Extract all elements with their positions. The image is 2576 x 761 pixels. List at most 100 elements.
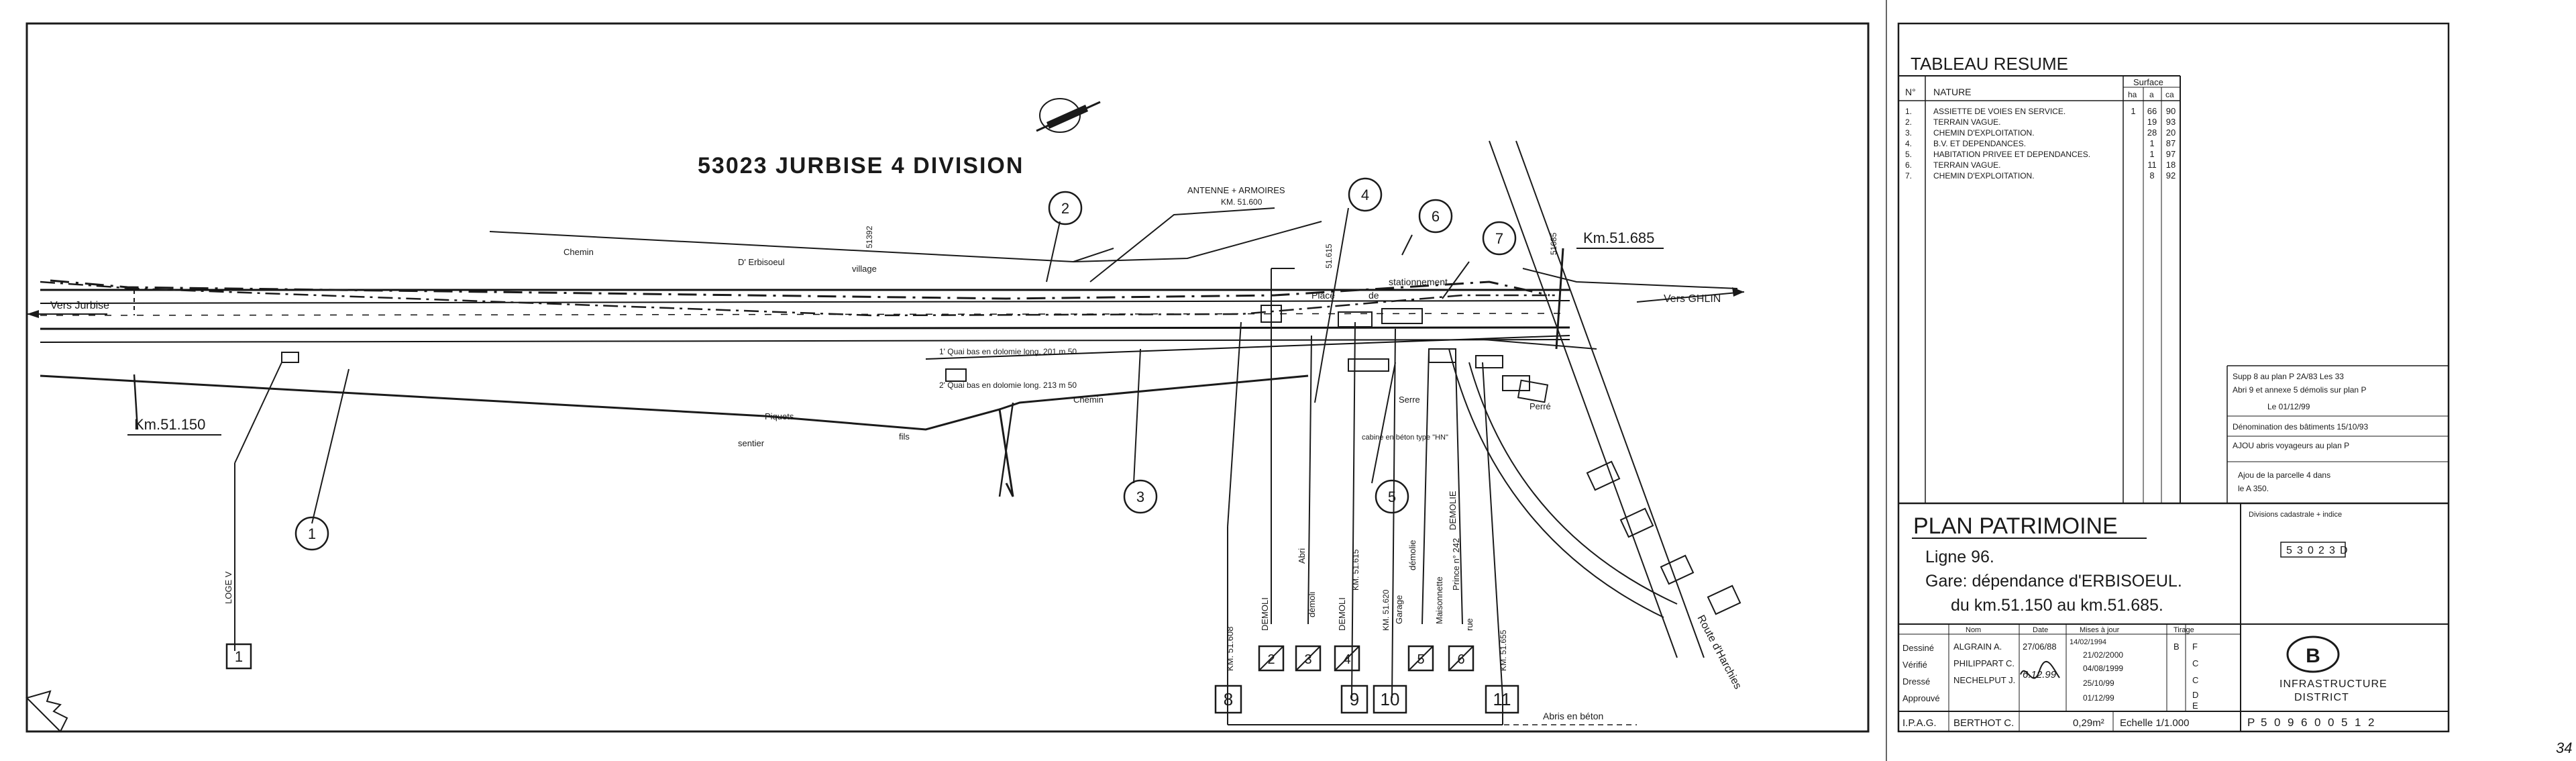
svg-text:19: 19 bbox=[2147, 117, 2157, 127]
svg-text:B: B bbox=[2174, 642, 2180, 652]
svg-text:4: 4 bbox=[1361, 187, 1369, 203]
tableau-title: TABLEAU RESUME bbox=[1911, 54, 2068, 74]
demolie-label: démolie bbox=[1407, 540, 1417, 570]
fils-label: fils bbox=[899, 432, 910, 442]
col-ca: ca bbox=[2165, 90, 2174, 99]
village-label: village bbox=[852, 264, 877, 274]
plan-area: 53023 JURBISE 4 DIVISION bbox=[25, 22, 1870, 733]
svg-text:CHEMIN D'EXPLOITATION.: CHEMIN D'EXPLOITATION. bbox=[1933, 128, 2035, 138]
table-row-2: 2. TERRAIN VAGUE. 19 93 bbox=[1905, 117, 2176, 127]
sign-row-dresse: Dressé NECHELPUT J. 6.12.99 04/08/1999 C bbox=[1902, 664, 2198, 687]
boundary-line-south bbox=[40, 374, 1014, 497]
svg-text:D: D bbox=[2192, 690, 2198, 700]
leader-lines bbox=[234, 207, 1503, 725]
col-no: N° bbox=[1905, 87, 1916, 97]
sign-row-approuve: Approuvé 25/10/99 D bbox=[1902, 678, 2198, 703]
svg-text:6: 6 bbox=[2301, 716, 2307, 729]
signature-mark bbox=[2020, 660, 2060, 679]
box-4: 4 bbox=[1334, 645, 1360, 672]
cartouche-gare: Gare: dépendance d'ERBISOEUL. bbox=[1925, 572, 2182, 591]
svg-text:CHEMIN D'EXPLOITATION.: CHEMIN D'EXPLOITATION. bbox=[1933, 171, 2035, 181]
demoli2-label: démoli bbox=[1307, 592, 1317, 617]
note-7: le A 350. bbox=[2238, 484, 2269, 493]
svg-text:25/10/99: 25/10/99 bbox=[2083, 678, 2114, 688]
route-harchies bbox=[1448, 140, 1741, 658]
quai2-label: 2' Quai bas en dolomie long. 213 m 50 bbox=[939, 380, 1077, 390]
col-ha: ha bbox=[2128, 90, 2137, 99]
km51615v-label: KM. 51.615 bbox=[1351, 549, 1360, 591]
svg-text:D: D bbox=[2340, 545, 2348, 556]
station-buildings bbox=[281, 305, 1530, 391]
col-surface: Surface bbox=[2133, 77, 2163, 87]
svg-text:10: 10 bbox=[1381, 689, 1400, 709]
callout-5: 5 bbox=[1375, 479, 1409, 514]
svg-text:HABITATION PRIVEE ET DEPENDANC: HABITATION PRIVEE ET DEPENDANCES. bbox=[1933, 150, 2090, 159]
svg-text:2: 2 bbox=[2368, 716, 2374, 729]
loge-label: LOGE V bbox=[223, 571, 233, 604]
vers-jurbise-label: Vers Jurbise bbox=[50, 300, 109, 311]
km51392-label: 51392 bbox=[865, 225, 874, 248]
svg-text:18: 18 bbox=[2166, 160, 2176, 170]
cartouche-title: PLAN PATRIMOINE bbox=[1913, 513, 2118, 539]
perre-label: Perré bbox=[1529, 401, 1551, 411]
table-row-3: 3. CHEMIN D'EXPLOITATION. 28 20 bbox=[1905, 128, 2176, 138]
svg-text:ALGRAIN A.: ALGRAIN A. bbox=[1953, 642, 2002, 652]
svg-text:66: 66 bbox=[2147, 106, 2157, 116]
svg-text:B.V. ET DEPENDANCES.: B.V. ET DEPENDANCES. bbox=[1933, 139, 2026, 148]
svg-text:9: 9 bbox=[2288, 716, 2294, 729]
note-6: Ajou de la parcelle 4 dans bbox=[2238, 470, 2330, 480]
chemin-label: Chemin bbox=[564, 247, 594, 257]
svg-text:3: 3 bbox=[2297, 545, 2303, 556]
svg-text:TERRAIN VAGUE.: TERRAIN VAGUE. bbox=[1933, 117, 2000, 127]
svg-text:1.: 1. bbox=[1905, 107, 1912, 116]
rue-label: rue bbox=[1464, 618, 1474, 631]
title-block: PLAN PATRIMOINE Ligne 96. Gare: dépendan… bbox=[1898, 502, 2449, 731]
sign-row-extra: 01/12/99 E bbox=[2083, 693, 2198, 711]
svg-text:Dressé: Dressé bbox=[1902, 676, 1930, 687]
svg-text:93: 93 bbox=[2166, 117, 2176, 127]
svg-text:5: 5 bbox=[2341, 716, 2347, 729]
km51608-label: KM. 51.608 bbox=[1225, 627, 1235, 672]
head-date: Date bbox=[2033, 626, 2048, 634]
callout-7: 7 bbox=[1482, 221, 1517, 256]
svg-text:2: 2 bbox=[2318, 545, 2324, 556]
quai1-label: 1' Quai bas en dolomie long. 201 m 50 bbox=[939, 347, 1077, 356]
svg-text:2: 2 bbox=[1267, 652, 1275, 667]
svg-text:1: 1 bbox=[235, 648, 243, 665]
svg-text:11: 11 bbox=[2147, 160, 2157, 170]
svg-text:4: 4 bbox=[1343, 652, 1350, 667]
ipag-label: I.P.A.G. bbox=[1902, 717, 1937, 729]
svg-text:8: 8 bbox=[2149, 170, 2154, 181]
box-2: 2 bbox=[1258, 645, 1285, 672]
svg-text:5: 5 bbox=[2261, 716, 2267, 729]
svg-text:C: C bbox=[2192, 675, 2198, 685]
svg-text:7: 7 bbox=[1495, 230, 1503, 247]
revision-notes: Supp 8 au plan P 2A/83 Les 33 Abri 9 et … bbox=[2226, 365, 2449, 503]
callout-2: 2 bbox=[1048, 191, 1083, 225]
col-a: a bbox=[2149, 90, 2154, 99]
division-code: 5 3 0 2 3 D bbox=[2280, 542, 2348, 558]
page-number: 34 bbox=[2556, 740, 2572, 756]
box-6: 6 bbox=[1448, 645, 1474, 672]
svg-text:2: 2 bbox=[1061, 200, 1069, 217]
sign-row-dessine: Dessiné ALGRAIN A. 27/06/88 14/02/1994 B… bbox=[1902, 638, 2198, 653]
ipag-name: BERTHOT C. bbox=[1953, 717, 2014, 729]
svg-text:3: 3 bbox=[2329, 545, 2335, 556]
svg-text:28: 28 bbox=[2147, 128, 2157, 138]
svg-text:6: 6 bbox=[1432, 208, 1440, 225]
sentier-label: sentier bbox=[738, 438, 765, 448]
callout-1: 1 bbox=[294, 516, 329, 551]
svg-text:1: 1 bbox=[2149, 138, 2154, 148]
svg-text:P: P bbox=[2247, 716, 2255, 729]
svg-text:5.: 5. bbox=[1905, 150, 1912, 159]
svg-text:1: 1 bbox=[308, 525, 316, 542]
boundary-line-north bbox=[50, 279, 1550, 300]
svg-text:3: 3 bbox=[1136, 489, 1144, 505]
svg-text:6: 6 bbox=[1457, 652, 1464, 667]
svg-text:E: E bbox=[2192, 701, 2198, 711]
place-label: Place bbox=[1311, 290, 1335, 301]
box-1: 1 bbox=[225, 643, 252, 670]
stationnement-label: stationnement bbox=[1389, 276, 1448, 287]
head-tirage: Tirage bbox=[2174, 626, 2194, 634]
km51615-label: 51.615 bbox=[1324, 244, 1334, 268]
